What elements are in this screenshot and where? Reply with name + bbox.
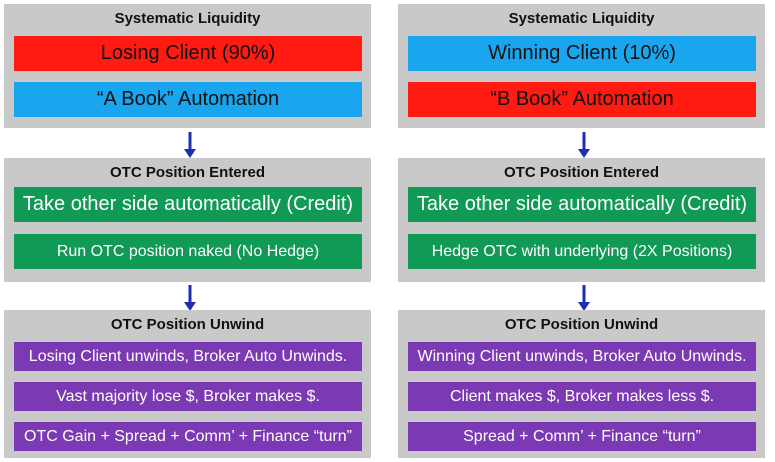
winning-client-unwinds-box: Winning Client unwinds, Broker Auto Unwi…: [408, 342, 756, 371]
client-makes-box: Client makes $, Broker makes less $.: [408, 382, 756, 411]
a-book-automation-box: “A Book” Automation: [14, 82, 362, 117]
panel-title: Systematic Liquidity: [114, 10, 261, 27]
otc-gain-box: OTC Gain + Spread + Comm’ + Finance “tur…: [14, 422, 362, 451]
hedge-otc-box: Hedge OTC with underlying (2X Positions): [408, 234, 756, 269]
losing-client-unwinds-box: Losing Client unwinds, Broker Auto Unwin…: [14, 342, 362, 371]
panel-title: OTC Position Entered: [503, 164, 659, 181]
down-arrow-icon: [184, 285, 196, 311]
panel-title: Systematic Liquidity: [508, 10, 655, 27]
left-liquidity-panel: Systematic Liquidity Losing Client (90%)…: [4, 4, 371, 128]
panel-title: OTC Position Unwind: [110, 316, 265, 333]
left-otc-entered-panel: OTC Position Entered Take other side aut…: [4, 158, 371, 282]
down-arrow-icon: [184, 132, 196, 158]
right-liquidity-panel: Systematic Liquidity Winning Client (10%…: [398, 4, 765, 128]
panel-title: OTC Position Unwind: [504, 316, 659, 333]
run-naked-box: Run OTC position naked (No Hedge): [14, 234, 362, 269]
take-other-side-box: Take other side automatically (Credit): [14, 187, 362, 222]
left-otc-unwind-panel: OTC Position Unwind Losing Client unwind…: [4, 310, 371, 458]
panel-title: OTC Position Entered: [109, 164, 265, 181]
spread-comm-finance-box: Spread + Comm’ + Finance “turn”: [408, 422, 756, 451]
losing-client-box: Losing Client (90%): [14, 36, 362, 71]
majority-lose-box: Vast majority lose $, Broker makes $.: [14, 382, 362, 411]
right-otc-entered-panel: OTC Position Entered Take other side aut…: [398, 158, 765, 282]
b-book-automation-box: “B Book” Automation: [408, 82, 756, 117]
take-other-side-box: Take other side automatically (Credit): [408, 187, 756, 222]
down-arrow-icon: [578, 285, 590, 311]
down-arrow-icon: [578, 132, 590, 158]
winning-client-box: Winning Client (10%): [408, 36, 756, 71]
right-otc-unwind-panel: OTC Position Unwind Winning Client unwin…: [398, 310, 765, 458]
